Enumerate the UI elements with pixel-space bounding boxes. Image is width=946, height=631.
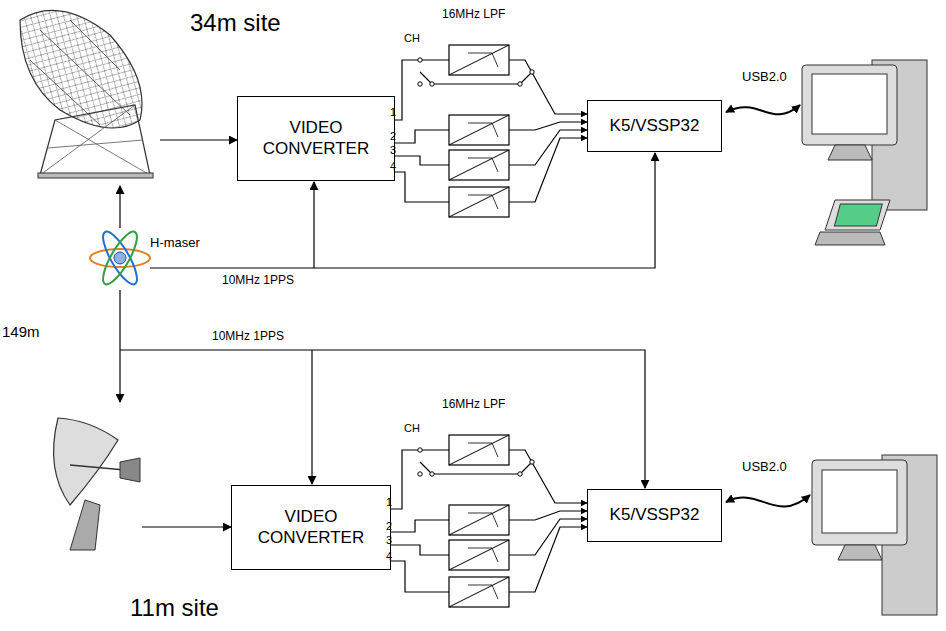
channel-number: 4 — [386, 550, 392, 562]
reference-signal-label: 10MHz 1PPS — [222, 274, 294, 287]
channel-header: CH — [404, 422, 420, 434]
process-box: K5/VSSP32 — [587, 489, 722, 542]
channel-number: 3 — [390, 144, 396, 156]
site-title: 34m site — [190, 10, 281, 36]
channel-number: 4 — [390, 160, 396, 172]
reference-wires — [120, 153, 655, 488]
reference-signal-label: 10MHz 1PPS — [212, 330, 284, 343]
signal-arrow — [160, 139, 237, 140]
channel-number: 3 — [386, 534, 392, 546]
channel-number: 1 — [386, 496, 392, 508]
signal-arrow — [142, 526, 231, 527]
process-box: VIDEO CONVERTER — [231, 485, 391, 570]
channel-number: 2 — [390, 130, 396, 142]
usb-link — [726, 105, 800, 114]
small-antenna — [54, 418, 140, 550]
desktop-computer — [812, 455, 937, 615]
channel-header: CH — [404, 32, 420, 44]
process-box: VIDEO CONVERTER — [237, 96, 395, 181]
box-label: K5/VSSP32 — [602, 112, 708, 140]
channel-number: 1 — [390, 106, 396, 118]
clock-label: H-maser — [150, 236, 200, 250]
laptop-computer — [815, 200, 890, 245]
filter-bank — [418, 435, 534, 607]
channel-number: 2 — [386, 520, 392, 532]
distance-label: 149m — [2, 324, 40, 341]
interface-label: USB2.0 — [742, 70, 787, 84]
process-box: K5/VSSP32 — [587, 100, 722, 152]
desktop-computer — [802, 60, 927, 210]
box-label: VIDEO CONVERTER — [238, 114, 394, 163]
filter-bank — [418, 45, 534, 217]
box-label: K5/VSSP32 — [602, 501, 708, 529]
filter-label: 16MHz LPF — [442, 398, 505, 411]
interface-label: USB2.0 — [742, 460, 787, 474]
site-title: 11m site — [130, 595, 219, 621]
usb-link — [726, 495, 810, 507]
hmaser-icon — [90, 228, 150, 289]
large-antenna — [20, 10, 153, 178]
filter-label: 16MHz LPF — [442, 8, 505, 21]
box-label: VIDEO CONVERTER — [232, 503, 390, 552]
